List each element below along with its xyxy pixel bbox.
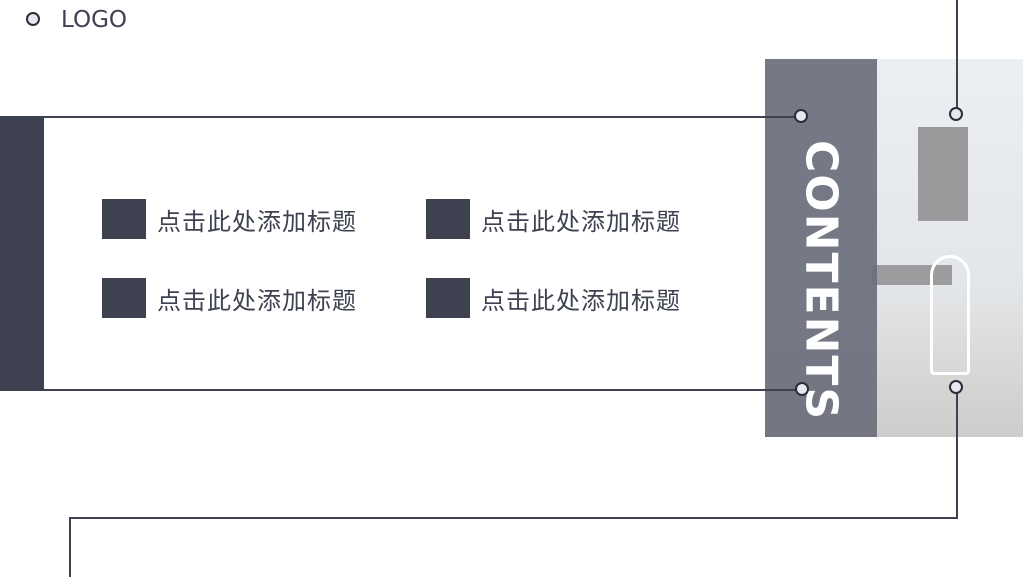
left-bar	[0, 118, 44, 389]
contents-title: CONTENTS	[795, 140, 847, 422]
lower-vertical-line	[69, 517, 71, 577]
lower-horizontal-line	[69, 517, 958, 519]
chair-image	[930, 255, 970, 375]
menu-item-2[interactable]: 点击此处添加标题	[426, 199, 681, 239]
connector-dot-icon	[794, 109, 808, 123]
square-bullet-icon	[426, 199, 470, 239]
bottom-line	[0, 389, 802, 391]
square-bullet-icon	[102, 199, 146, 239]
logo-dot-icon	[26, 12, 40, 26]
dark-overlay	[765, 59, 877, 437]
item-label: 点击此处添加标题	[157, 207, 357, 236]
square-bullet-icon	[102, 278, 146, 318]
top-line	[0, 116, 802, 118]
logo: LOGO	[61, 7, 128, 33]
connector-dot-icon	[795, 382, 809, 396]
item-label: 点击此处添加标题	[481, 286, 681, 315]
menu-item-1[interactable]: 点击此处添加标题	[102, 199, 357, 239]
menu-item-3[interactable]: 点击此处添加标题	[102, 278, 357, 318]
item-label: 点击此处添加标题	[157, 286, 357, 315]
connector-dot-icon	[949, 380, 963, 394]
square-bullet-icon	[426, 278, 470, 318]
poster-image	[918, 127, 968, 221]
connector-dot-icon	[949, 107, 963, 121]
right-vertical-top	[956, 0, 958, 110]
item-label: 点击此处添加标题	[481, 207, 681, 236]
menu-item-4[interactable]: 点击此处添加标题	[426, 278, 681, 318]
right-vertical-bottom	[956, 392, 958, 519]
